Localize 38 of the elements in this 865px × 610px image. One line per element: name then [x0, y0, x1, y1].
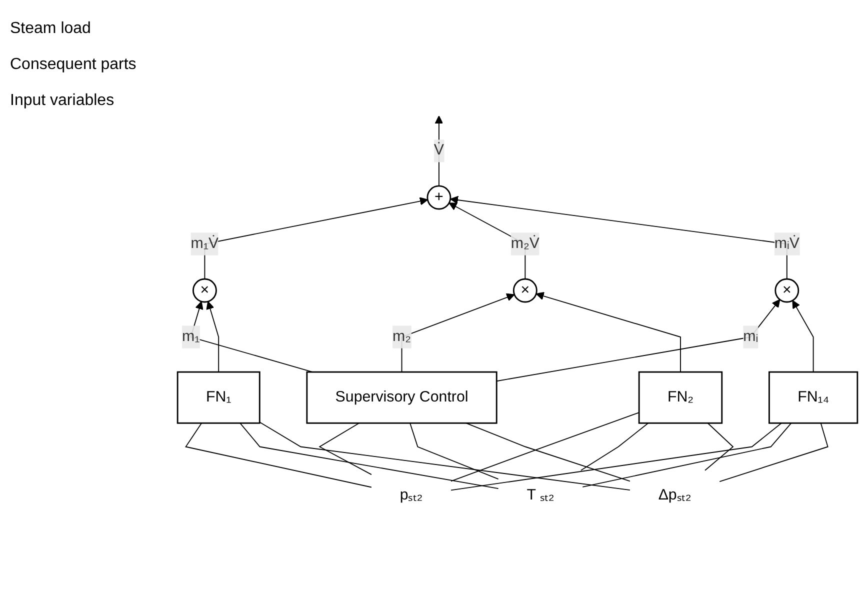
node-box: FN₁₄	[768, 372, 858, 424]
node-text: pₛₜ₂	[400, 488, 423, 504]
connector	[582, 423, 792, 488]
arrow	[792, 300, 814, 373]
node-box: FN₁	[176, 372, 260, 424]
note-label: Input variables	[10, 92, 116, 110]
node-circle: +	[426, 186, 452, 210]
node-text: T ₛₜ₂	[526, 488, 554, 504]
connector	[185, 423, 372, 488]
edge-label: V̇	[434, 142, 444, 159]
node-circle: ×	[774, 278, 800, 304]
node-text: Δpₛₜ₂	[658, 488, 692, 504]
edge-label: mᵢV̇	[774, 236, 800, 252]
arrow	[536, 292, 681, 373]
edge-label: m₂	[392, 328, 412, 346]
arrow	[496, 300, 780, 382]
connector	[240, 423, 499, 490]
connector	[259, 422, 630, 491]
note-label: Steam load	[10, 20, 92, 38]
connector	[450, 412, 640, 482]
connector	[580, 423, 649, 472]
connector	[450, 423, 782, 492]
connector	[410, 423, 499, 480]
edge-label: m₁V̇	[190, 236, 219, 252]
node-circle: ×	[192, 278, 217, 304]
arrow	[206, 302, 220, 373]
connector	[318, 423, 372, 476]
node-circle: ×	[512, 278, 538, 304]
edge-label: m₂V̇	[510, 236, 540, 252]
edge-label: m₁	[182, 328, 200, 346]
arrow	[204, 198, 428, 280]
node-box: Supervisory Control	[306, 372, 498, 424]
edge-label: mᵢ	[743, 328, 758, 346]
node-box: FN₂	[638, 372, 723, 424]
note-label: Consequent parts	[10, 56, 138, 74]
arrow	[434, 116, 444, 187]
arrow	[401, 294, 515, 373]
connector	[719, 423, 828, 482]
